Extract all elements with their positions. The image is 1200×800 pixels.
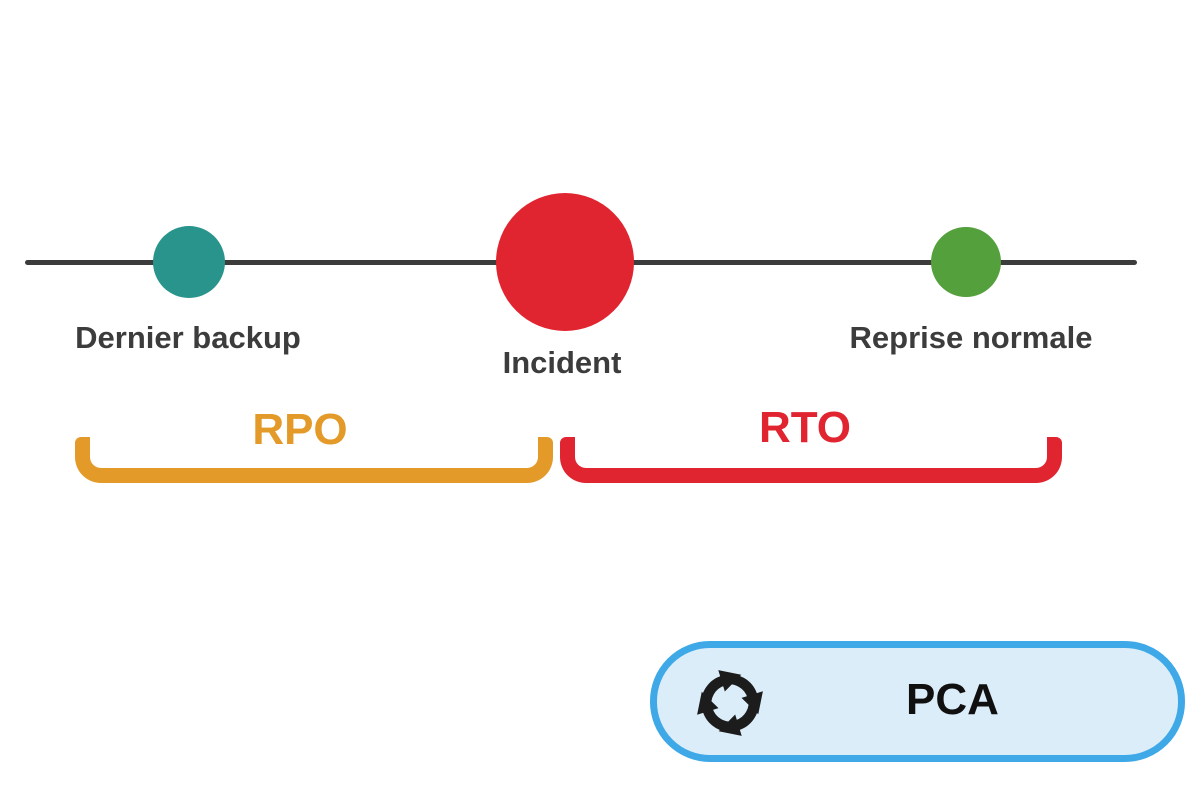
rto-bracket xyxy=(560,437,1062,483)
rto-label: RTO xyxy=(758,403,852,452)
recovery-label: Reprise normale xyxy=(849,320,1093,355)
backup-dot xyxy=(153,226,225,298)
backup-label: Dernier backup xyxy=(75,320,301,355)
recovery-dot xyxy=(931,227,1001,297)
rpo-label: RPO xyxy=(252,405,348,454)
rpo-bracket xyxy=(75,437,553,483)
pca-box xyxy=(650,641,1185,762)
cycle-arrows-icon xyxy=(687,660,773,746)
pca-label: PCA xyxy=(906,675,999,724)
incident-label: Incident xyxy=(502,345,622,380)
incident-dot xyxy=(496,193,634,331)
